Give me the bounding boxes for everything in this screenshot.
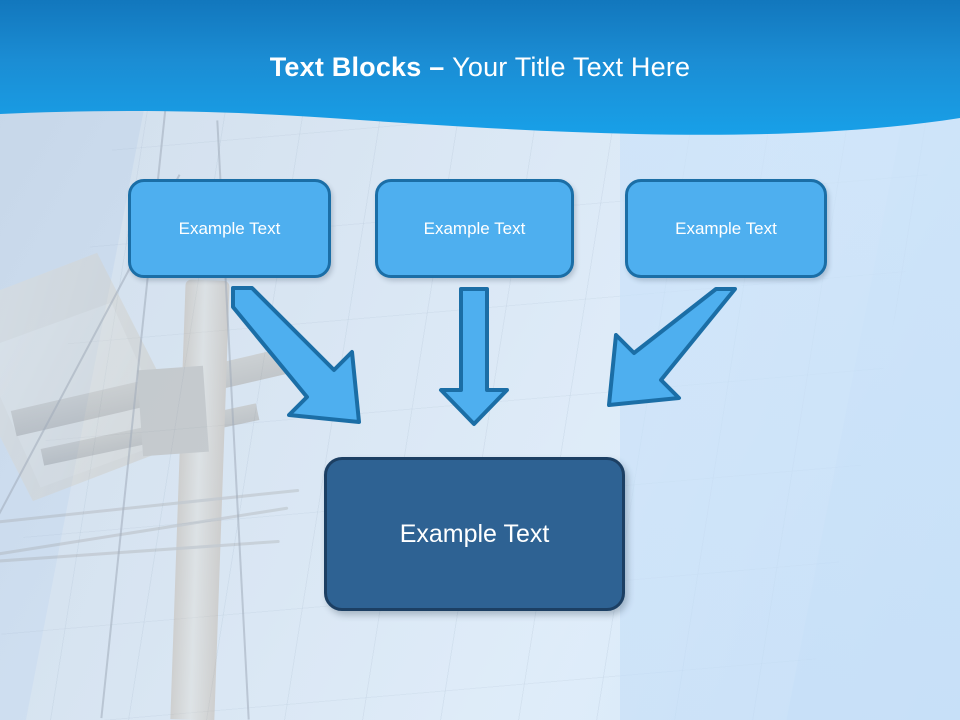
text-block-1[interactable]: Example Text — [128, 179, 331, 278]
text-block-1-label: Example Text — [178, 218, 281, 238]
header-curve-shape — [0, 0, 960, 135]
text-block-2[interactable]: Example Text — [375, 179, 574, 278]
page-title: Text Blocks – Your Title Text Here — [0, 52, 960, 83]
background-pole-equipment-box — [137, 365, 209, 457]
page-title-strong: Text Blocks — [269, 52, 430, 82]
page-title-rest: Your Title Text Here — [452, 52, 691, 82]
text-block-result-label: Example Text — [399, 519, 550, 548]
text-block-2-label: Example Text — [423, 218, 526, 238]
page-title-separator: – — [429, 52, 453, 82]
background-utility-pole — [0, 250, 340, 720]
text-block-result[interactable]: Example Text — [324, 457, 625, 611]
text-block-3[interactable]: Example Text — [625, 179, 827, 278]
text-block-3-label: Example Text — [675, 218, 777, 238]
header-band: Text Blocks – Your Title Text Here — [0, 0, 960, 150]
